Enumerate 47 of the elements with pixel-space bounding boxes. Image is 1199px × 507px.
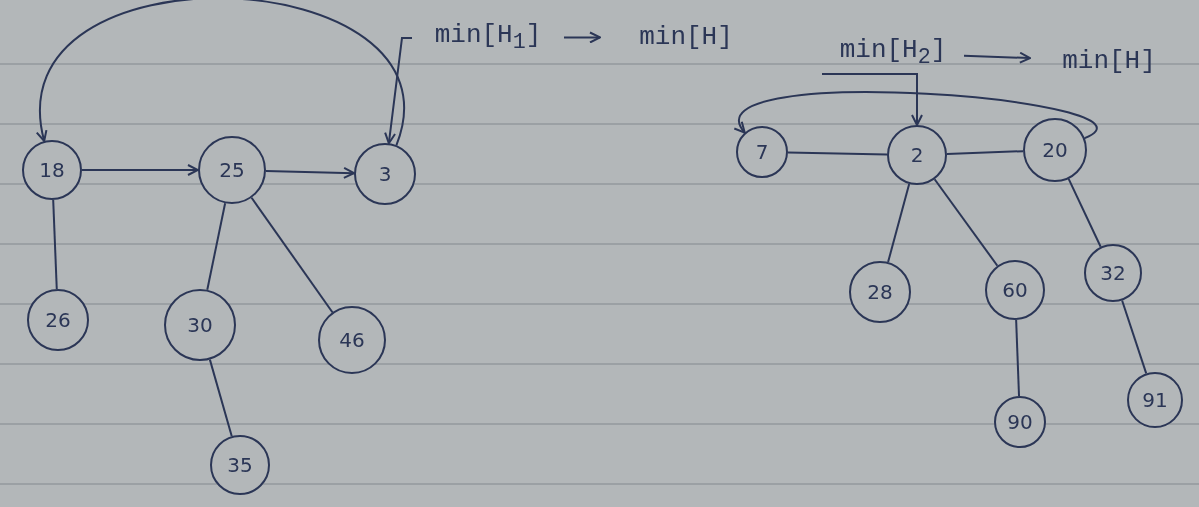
connector-line [208, 358, 233, 438]
connector-line [1121, 299, 1148, 375]
pointer-label: min[H] [1062, 46, 1156, 76]
heap-node-circle [736, 126, 788, 178]
heap-node-circle [210, 435, 270, 495]
arrow [821, 73, 923, 126]
node-value: 46 [339, 328, 365, 352]
node-value: 20 [1042, 138, 1068, 162]
heap-node-circle [1084, 244, 1142, 302]
pointer-label: min[H$_{1}$] [434, 20, 542, 56]
heap-node-circle [1127, 372, 1183, 428]
node-value: 3 [378, 162, 392, 186]
connector-line [52, 199, 58, 290]
heap-node-circle [887, 125, 947, 185]
node-value: 18 [39, 158, 65, 182]
heap-node-circle [22, 140, 82, 200]
connector-line [250, 196, 334, 314]
arrow [384, 37, 413, 145]
arrow [265, 166, 355, 179]
connector-line [1015, 319, 1020, 397]
arrow [563, 31, 601, 44]
connector-line [933, 178, 999, 267]
node-value: 90 [1007, 410, 1033, 434]
pointer-label: min[H] [639, 22, 733, 52]
node-value: 91 [1142, 388, 1168, 412]
node-value: 28 [867, 280, 893, 304]
arrow [37, 0, 405, 147]
node-value: 30 [187, 313, 213, 337]
node-value: 7 [755, 140, 769, 164]
connector-line [946, 150, 1024, 155]
node-value: 25 [219, 158, 245, 182]
arrow [963, 51, 1031, 64]
heap-node-circle [985, 260, 1045, 320]
node-value: 35 [227, 453, 253, 477]
connector-line [887, 182, 911, 264]
connector-line [206, 202, 227, 291]
connector-line [787, 151, 888, 156]
node-value: 26 [45, 308, 71, 332]
heap-node-circle [994, 396, 1046, 448]
arrow [81, 164, 199, 176]
node-value: 60 [1002, 278, 1028, 302]
heap-node-circle [1023, 118, 1087, 182]
connector-line [1067, 177, 1102, 248]
pointer-label: min[H$_{2}$] [839, 35, 947, 71]
node-value: 2 [910, 143, 924, 167]
node-value: 32 [1100, 261, 1126, 285]
arrow [735, 91, 1098, 140]
